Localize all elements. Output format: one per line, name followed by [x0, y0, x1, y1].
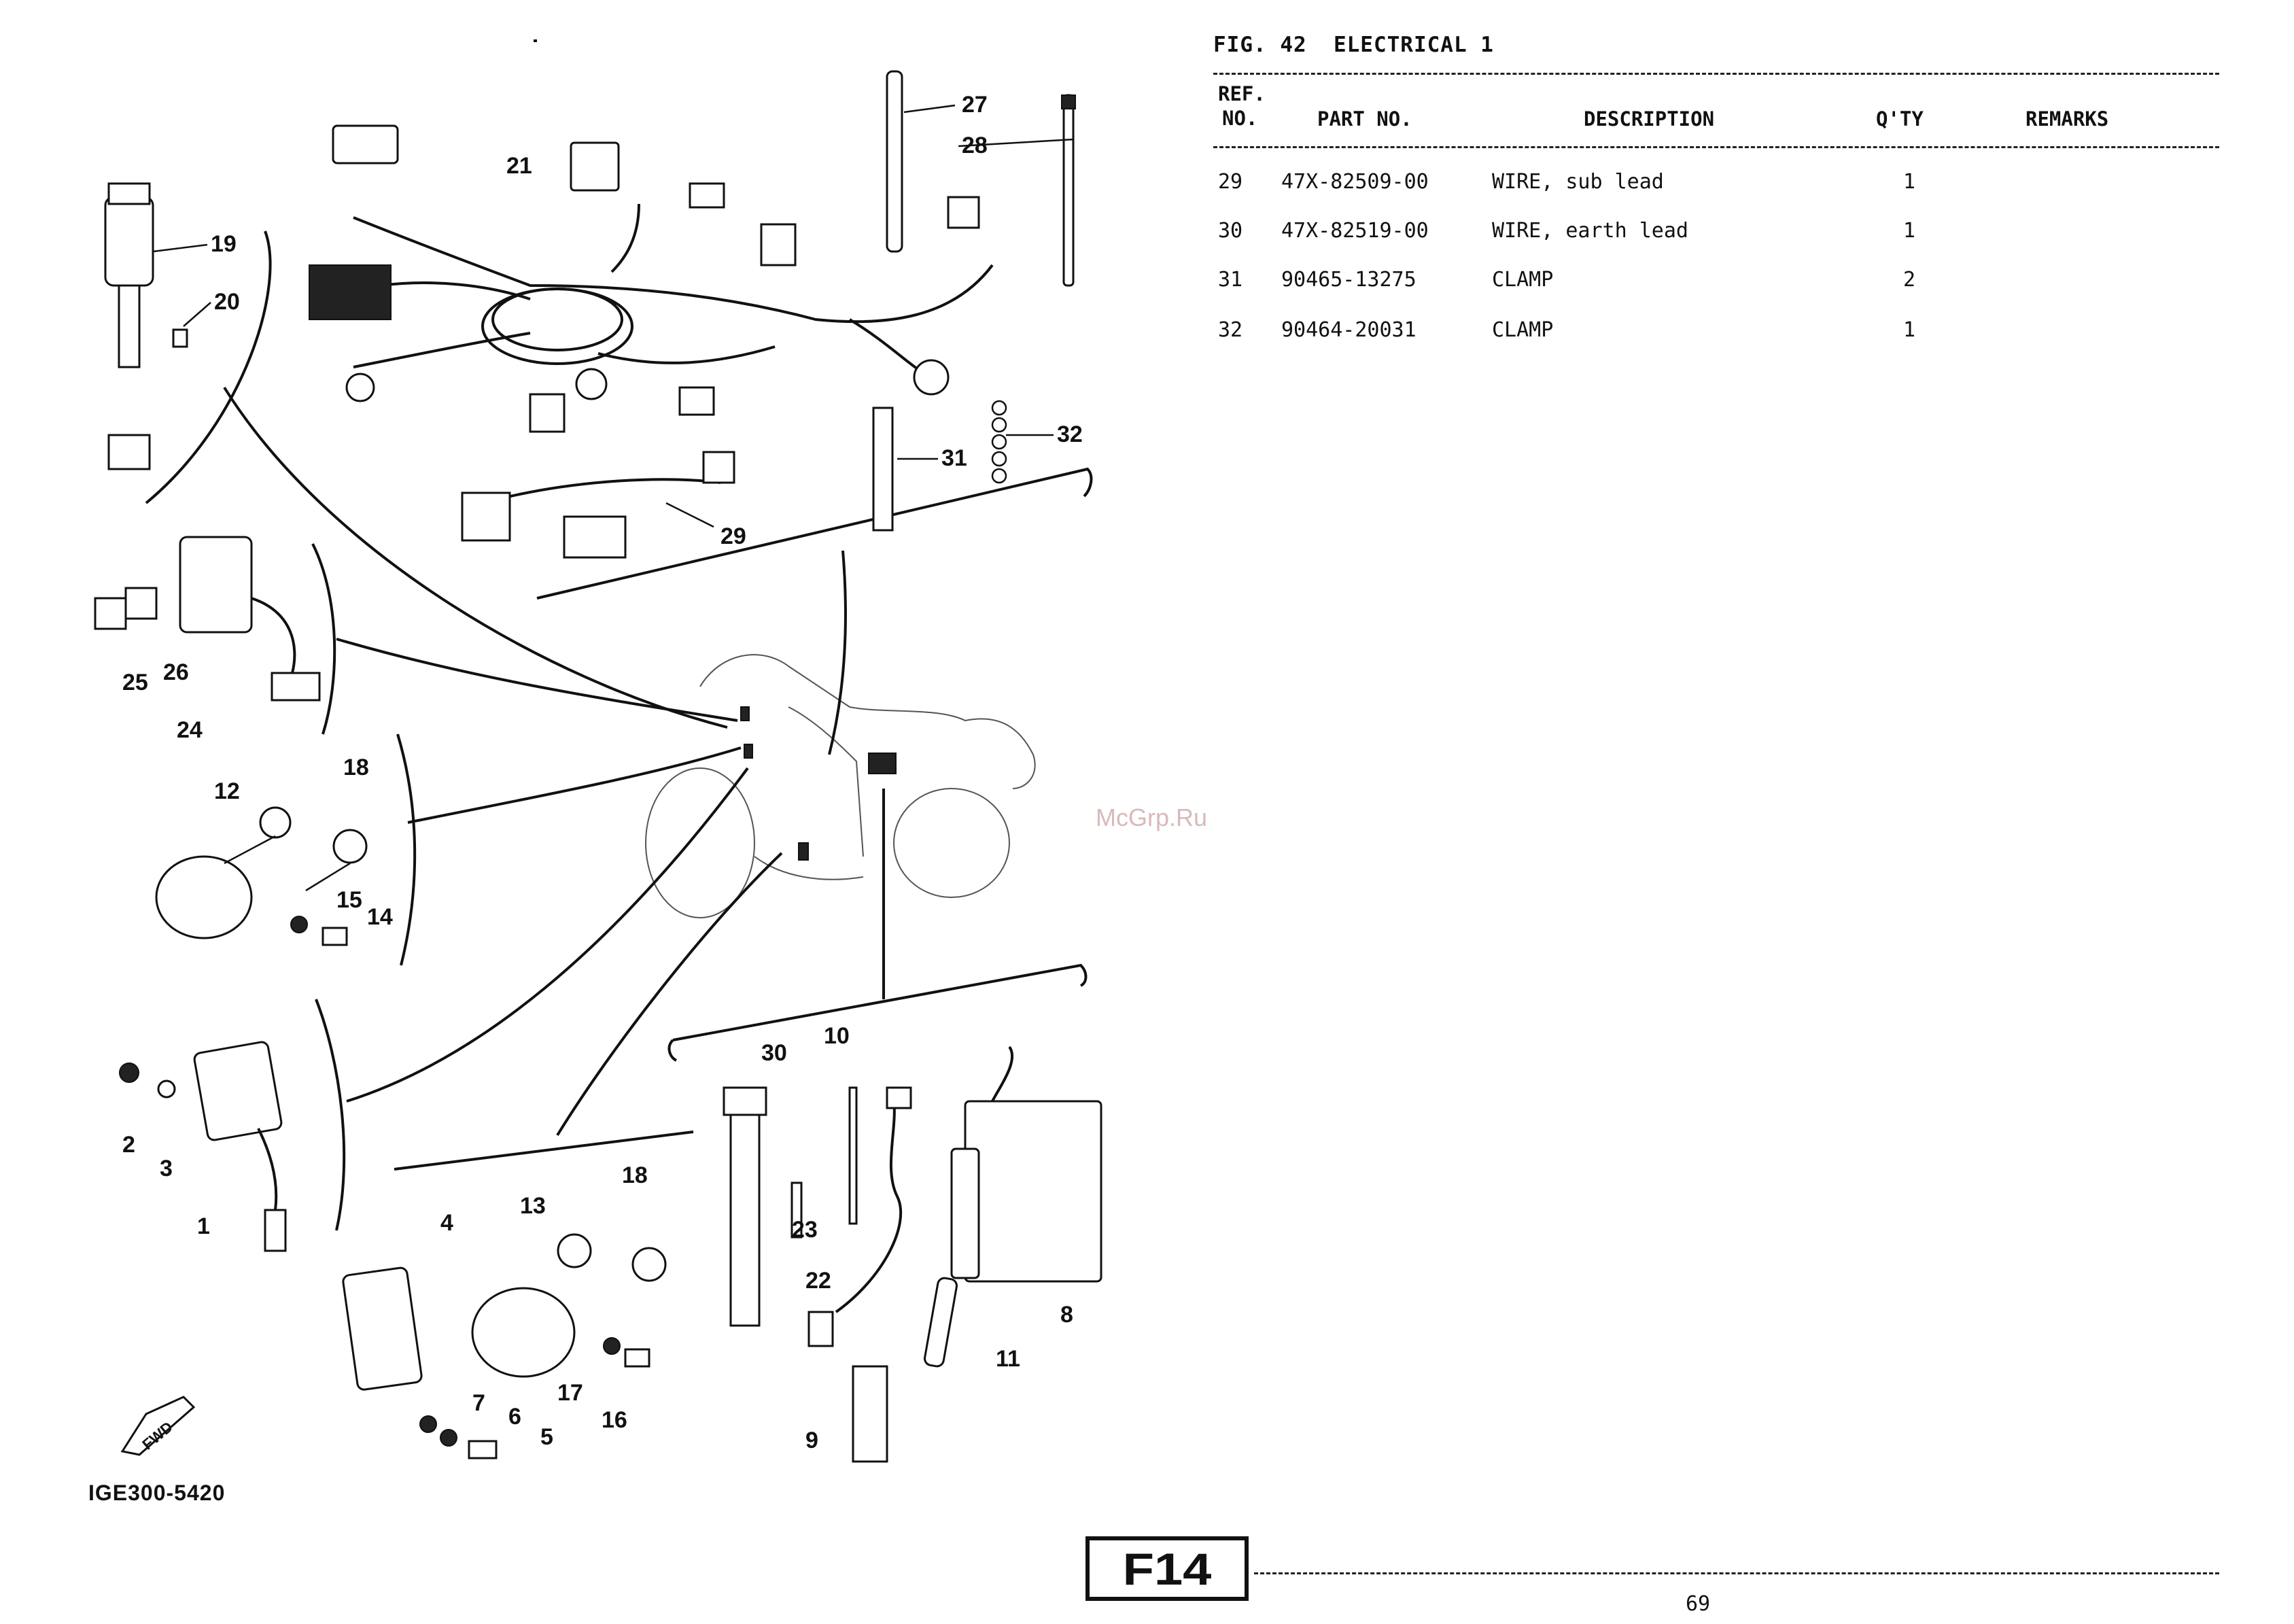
footer-divider [1254, 1572, 2219, 1574]
cell-qty: 2 [1903, 268, 1916, 292]
callout: 8 [1060, 1302, 1073, 1328]
callout: 12 [214, 778, 240, 804]
page-tag: F14 [1085, 1536, 1249, 1601]
callout: 7 [472, 1390, 485, 1416]
horn-assembly [155, 806, 368, 946]
callout: 3 [160, 1156, 173, 1181]
header-qty: Q'TY [1876, 107, 1924, 131]
control-unit [119, 1041, 287, 1252]
callout: 18 [622, 1162, 648, 1188]
sub-lead-and-clamps [461, 400, 1054, 559]
figure-name: ELECTRICAL 1 [1333, 33, 1494, 57]
header-description: DESCRIPTION [1584, 107, 1715, 131]
cell-qty: 1 [1903, 219, 1916, 243]
main-switch [104, 182, 211, 470]
cell-description: CLAMP [1492, 318, 1554, 342]
callout: 15 [336, 887, 362, 913]
divider [1213, 146, 2219, 148]
cell-description: WIRE, earth lead [1492, 219, 1688, 243]
lower-assembly [342, 1233, 667, 1459]
group-brackets [145, 39, 1093, 1231]
header-remarks: REMARKS [2026, 107, 2109, 131]
watermark: McGrp.Ru [1096, 804, 1208, 831]
page-number: 69 [1686, 1592, 1711, 1616]
callout: 14 [367, 904, 393, 930]
callout: 18 [343, 755, 369, 780]
cell-part-no: 47X-82509-00 [1281, 170, 1429, 194]
callout: 1 [197, 1213, 210, 1239]
callout: 26 [163, 659, 189, 685]
divider [1213, 73, 2219, 75]
callout: 25 [122, 670, 148, 695]
callout: 20 [214, 289, 240, 315]
cell-ref: 31 [1218, 268, 1243, 292]
header-ref-line1: REF. [1218, 82, 1266, 105]
callout: 23 [792, 1217, 818, 1243]
wire-harness [309, 124, 994, 433]
figure-label: FIG. 42 [1213, 33, 1307, 57]
cable-ties [886, 70, 1076, 287]
callout: 31 [941, 445, 967, 471]
callout: 4 [440, 1210, 453, 1236]
relay-assembly [94, 536, 321, 702]
exploded-parts-diagram: FWD 19 20 21 27 28 31 32 29 25 26 24 12 … [94, 39, 1102, 1463]
callout: 27 [962, 92, 988, 118]
callout-labels: 19 20 21 27 28 31 32 29 25 26 24 12 18 1… [122, 92, 1083, 1453]
callout: 32 [1057, 421, 1083, 447]
callout: 9 [805, 1428, 818, 1453]
motorcycle-outline [645, 654, 1036, 918]
header-part-no: PART NO. [1317, 107, 1412, 131]
callout: 2 [122, 1132, 135, 1158]
callout: 5 [540, 1424, 553, 1450]
header-ref-line2: NO. [1222, 107, 1258, 130]
cell-ref: 30 [1218, 219, 1243, 243]
callout: 17 [557, 1380, 583, 1406]
callout: 13 [520, 1193, 546, 1219]
callout: 19 [211, 231, 237, 257]
leader-lines [223, 386, 885, 1137]
callout: 10 [824, 1023, 850, 1049]
battery-assembly [723, 1046, 1102, 1463]
cell-part-no: 90464-20031 [1281, 318, 1417, 342]
table-row: 31 90465-13275 CLAMP 2 [0, 268, 2294, 295]
callout: 29 [720, 523, 746, 549]
callout: 11 [996, 1346, 1020, 1372]
cell-ref: 29 [1218, 170, 1243, 194]
callout: 16 [602, 1407, 627, 1433]
cell-part-no: 47X-82519-00 [1281, 219, 1429, 243]
cell-qty: 1 [1903, 318, 1916, 342]
callout: 21 [506, 153, 532, 179]
cell-ref: 32 [1218, 318, 1243, 342]
callout: 28 [962, 133, 988, 158]
header-ref: REF. NO. [1218, 82, 1266, 131]
diagram-code: IGE300-5420 [88, 1481, 226, 1505]
page-tag-label: F14 [1122, 1544, 1212, 1594]
cell-part-no: 90465-13275 [1281, 268, 1417, 292]
table-row: 32 90464-20031 CLAMP 1 [0, 318, 2294, 345]
table-row: 29 47X-82509-00 WIRE, sub lead 1 [0, 170, 2294, 197]
callout: 24 [177, 717, 203, 743]
figure-title: FIG. 42 ELECTRICAL 1 [1213, 33, 1494, 57]
callout: 30 [761, 1040, 787, 1066]
callout: 6 [508, 1404, 521, 1430]
table-row: 30 47X-82519-00 WIRE, earth lead 1 [0, 219, 2294, 246]
callout: 22 [805, 1268, 831, 1294]
cell-description: WIRE, sub lead [1492, 170, 1664, 194]
fwd-arrow-icon: FWD [120, 1396, 196, 1456]
cell-description: CLAMP [1492, 268, 1554, 292]
cell-qty: 1 [1903, 170, 1916, 194]
